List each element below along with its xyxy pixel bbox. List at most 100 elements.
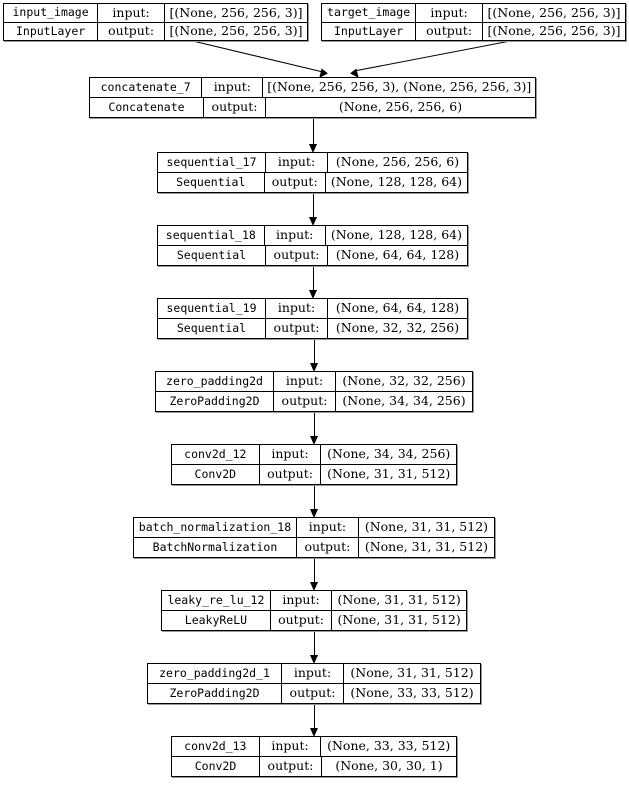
layer-type: InputLayer <box>322 22 417 40</box>
layer-name: target_image <box>322 4 417 22</box>
input-shape: (None, 31, 31, 512) <box>337 592 461 608</box>
input-label: input: <box>416 4 483 22</box>
output-label: output: <box>282 684 344 703</box>
layer-type: Concatenate <box>90 98 204 117</box>
input-label: input: <box>266 153 328 172</box>
output-label: output: <box>266 246 328 265</box>
layer-name: sequential_18 <box>158 226 265 245</box>
output-shape: (None, 33, 33, 512) <box>350 685 474 701</box>
output-label: output: <box>260 757 322 776</box>
input-label: input: <box>265 226 326 245</box>
edge-target_image-to-concatenate_7 <box>356 40 513 71</box>
output-label: output: <box>274 392 336 411</box>
arrowhead-sequential_19 <box>309 290 317 299</box>
output-shape: (None, 31, 31, 512) <box>337 612 461 628</box>
layer-type: BatchNormalization <box>134 538 297 557</box>
input-label: input: <box>266 299 328 318</box>
layer-name: zero_padding2d <box>156 372 274 391</box>
input-shape: (None, 32, 32, 256) <box>342 373 466 389</box>
layer-type: InputLayer <box>4 22 99 40</box>
layer-name: sequential_19 <box>158 299 266 318</box>
layer-name: batch_normalization_18 <box>134 518 297 537</box>
input-label: input: <box>98 4 165 22</box>
layer-name: zero_padding2d_1 <box>148 664 282 683</box>
input-shape: [(None, 256, 256, 3)] <box>169 4 303 20</box>
edge-batch_normalization_18-to-leaky_re_lu_12 <box>314 558 315 583</box>
output-label: output: <box>416 22 483 40</box>
output-shape: (None, 30, 30, 1) <box>335 758 443 774</box>
edge-sequential_18-to-sequential_19 <box>313 266 314 291</box>
output-shape: (None, 256, 256, 6) <box>338 99 463 115</box>
output-shape: (None, 31, 31, 512) <box>364 539 489 555</box>
output-label: output: <box>265 173 326 192</box>
layer-type: LeakyReLU <box>162 611 271 630</box>
input-shape: [(None, 256, 256, 3)] <box>487 4 621 20</box>
arrowhead-zero_padding2d_1 <box>310 655 318 664</box>
arrowhead-conv2d_13 <box>310 728 318 737</box>
layer-type: Conv2D <box>172 465 260 484</box>
input-label: input: <box>260 445 322 464</box>
layer-type: Sequential <box>158 246 266 265</box>
input-shape: (None, 256, 256, 6) <box>335 154 460 170</box>
input-shape: (None, 33, 33, 512) <box>327 738 451 754</box>
layer-name: sequential_17 <box>158 153 266 172</box>
edge-input_image-to-concatenate_7 <box>194 41 321 72</box>
arrowhead-sequential_17 <box>309 144 317 153</box>
output-label: output: <box>266 319 328 338</box>
output-shape: [(None, 256, 256, 3)] <box>169 23 303 38</box>
layer-type: ZeroPadding2D <box>148 684 282 703</box>
arrowhead-sequential_18 <box>309 217 317 226</box>
input-shape: [(None, 256, 256, 3), (None, 256, 256, 3… <box>267 79 532 95</box>
input-shape: (None, 64, 64, 128) <box>335 300 460 316</box>
edge-sequential_19-to-zero_padding2d <box>314 339 315 364</box>
edge-leaky_re_lu_12-to-zero_padding2d_1 <box>314 631 315 656</box>
arrowhead-zero_padding2d <box>310 363 318 372</box>
output-shape: (None, 32, 32, 256) <box>335 320 460 336</box>
output-label: output: <box>271 611 333 630</box>
output-shape: (None, 34, 34, 256) <box>342 393 466 409</box>
output-label: output: <box>297 538 359 557</box>
layer-type: ZeroPadding2D <box>156 392 274 411</box>
output-shape: (None, 128, 128, 64) <box>330 174 462 190</box>
layer-name: leaky_re_lu_12 <box>162 591 271 610</box>
arrowhead-batch_normalization_18 <box>310 509 318 518</box>
output-label: output: <box>98 22 165 40</box>
input-shape: (None, 31, 31, 512) <box>350 665 474 681</box>
output-shape: (None, 64, 64, 128) <box>335 247 460 263</box>
edge-concatenate_7-to-sequential_17 <box>313 118 314 145</box>
edge-sequential_17-to-sequential_18 <box>313 193 314 218</box>
layer-name: concatenate_7 <box>90 78 203 97</box>
layer-type: Conv2D <box>172 757 260 776</box>
layer-name: conv2d_12 <box>172 445 260 464</box>
